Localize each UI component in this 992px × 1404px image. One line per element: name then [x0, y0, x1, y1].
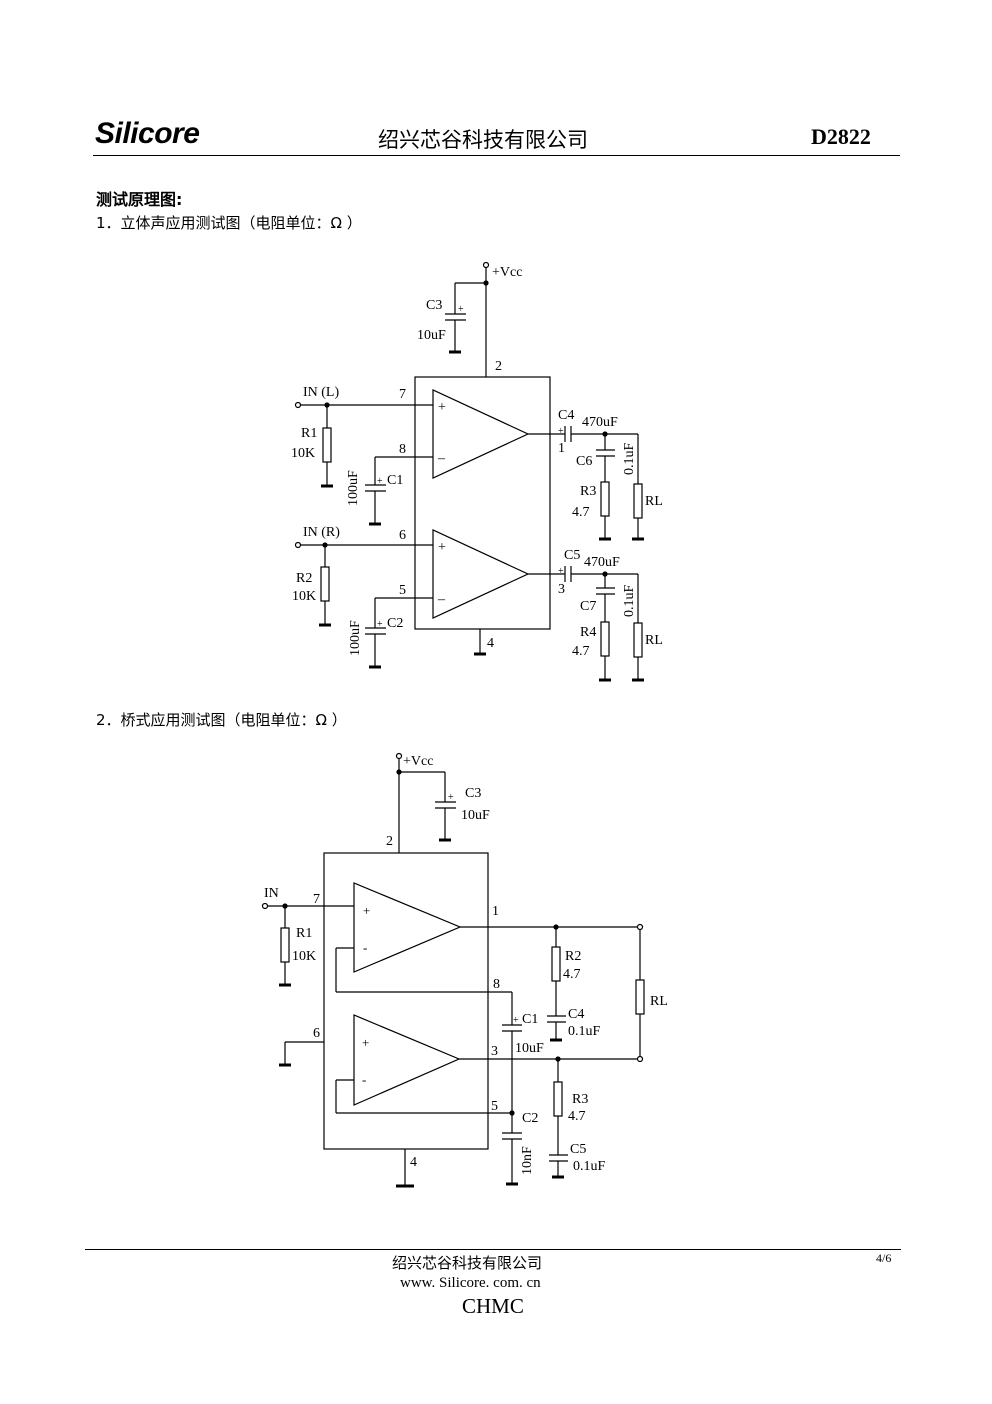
fig2-pin6: 6: [313, 1026, 320, 1041]
fig1-label-vcc: +Vcc: [492, 265, 522, 280]
svg-text:+: +: [377, 476, 383, 487]
fig2-amp2-minus: -: [362, 1072, 366, 1087]
fig1-pin2: 2: [495, 359, 502, 374]
footer-company-name: 绍兴芯谷科技有限公司: [392, 1254, 543, 1272]
fig2-label-c1: C1: [522, 1012, 538, 1027]
fig2-label-r1-val: 10K: [292, 949, 316, 964]
figure1-caption: 1．立体声应用测试图（电阻单位：Ω ）: [96, 214, 362, 232]
fig2-label-r3: R3: [572, 1092, 588, 1107]
svg-text:+: +: [558, 566, 564, 577]
fig2-pin4: 4: [410, 1155, 417, 1170]
fig1-label-c4-val: 470uF: [582, 415, 618, 430]
svg-text:+: +: [448, 792, 454, 803]
fig2-label-r2-val: 4.7: [563, 967, 581, 982]
fig1-label-c3: C3: [426, 298, 442, 313]
fig2-pin2: 2: [386, 834, 393, 849]
fig2-pin5: 5: [491, 1099, 498, 1114]
figure2-caption: 2．桥式应用测试图（电阻单位：Ω ）: [96, 711, 347, 729]
fig1-pin8: 8: [399, 442, 406, 457]
fig1-pin7: 7: [399, 387, 406, 402]
fig2-pin8: 8: [493, 977, 500, 992]
fig1-label-rl-bottom: RL: [645, 633, 663, 648]
fig2-label-c5-val: 0.1uF: [573, 1159, 606, 1174]
footer-website: www. Silicore. com. cn: [400, 1275, 541, 1291]
fig1-label-in-r: IN (R): [303, 525, 340, 540]
page-number: 4/6: [876, 1251, 892, 1265]
fig2-label-r3-val: 4.7: [568, 1109, 586, 1124]
header-company-name: 绍兴芯谷科技有限公司: [378, 128, 588, 152]
fig2-pin1: 1: [492, 904, 499, 919]
svg-text:+: +: [377, 619, 383, 630]
fig2-amp1-minus: -: [363, 940, 367, 955]
fig2-label-r2: R2: [565, 949, 581, 964]
fig1-label-r1: R1: [301, 426, 317, 441]
fig1-label-c2: C2: [387, 616, 403, 631]
fig2-label-vcc: +Vcc: [403, 754, 433, 769]
fig1-label-c5: C5: [564, 548, 580, 563]
fig2-label-in: IN: [264, 886, 279, 901]
fig1-label-r2-val: 10K: [292, 589, 316, 604]
fig1-label-c4: C4: [558, 408, 574, 423]
fig1-label-c3-val: 10uF: [417, 328, 446, 343]
svg-text:+: +: [513, 1015, 519, 1026]
fig1-pin6: 6: [399, 528, 406, 543]
fig1-label-r2: R2: [296, 571, 312, 586]
footer-org: CHMC: [462, 1294, 524, 1318]
fig1-pin1: 1: [558, 441, 565, 456]
fig1-label-c2-val: 100uF: [348, 620, 363, 656]
fig1-label-c6: C6: [576, 454, 592, 469]
fig1-label-r3: R3: [580, 484, 596, 499]
fig2-label-c2-val: 10nF: [520, 1146, 535, 1175]
fig1-label-r3-val: 4.7: [572, 505, 590, 520]
fig1-amp2-minus: –: [437, 592, 446, 607]
fig1-pin4: 4: [487, 636, 494, 651]
part-number: D2822: [811, 124, 871, 149]
fig1-label-in-l: IN (L): [303, 385, 339, 400]
fig2-label-c2: C2: [522, 1111, 538, 1126]
fig2-amp1-plus: +: [363, 903, 370, 918]
fig1-label-r4-val: 4.7: [572, 644, 590, 659]
fig1-label-c5-val: 470uF: [584, 555, 620, 570]
fig1-pin3: 3: [558, 582, 565, 597]
fig2-amp2-plus: +: [362, 1035, 369, 1050]
fig1-label-c1: C1: [387, 473, 403, 488]
fig2-label-c5: C5: [570, 1142, 586, 1157]
header-rule: [93, 155, 900, 156]
svg-text:+: +: [458, 304, 464, 315]
fig1-amp2-plus: +: [438, 540, 446, 555]
fig2-label-r1: R1: [296, 926, 312, 941]
fig1-label-c7-val: 0.1uF: [622, 585, 637, 618]
fig2-label-rl: RL: [650, 994, 668, 1009]
fig1-amp1-minus: –: [437, 451, 446, 466]
fig1-label-rl-top: RL: [645, 494, 663, 509]
brand-logo: Silicore: [95, 117, 200, 150]
fig1-label-c7: C7: [580, 599, 596, 614]
fig2-label-c4-val: 0.1uF: [568, 1024, 601, 1039]
fig2-pin3: 3: [491, 1044, 498, 1059]
fig2-label-c1-val: 10uF: [515, 1041, 544, 1056]
fig1-label-c6-val: 0.1uF: [622, 443, 637, 476]
fig2-label-c4: C4: [568, 1007, 584, 1022]
fig1-pin5: 5: [399, 583, 406, 598]
fig1-label-c1-val: 100uF: [346, 470, 361, 506]
fig2-pin7: 7: [313, 892, 320, 907]
fig1-label-r1-val: 10K: [291, 446, 315, 461]
svg-text:+: +: [558, 426, 564, 437]
fig2-label-c3: C3: [465, 786, 481, 801]
fig1-label-r4: R4: [580, 625, 596, 640]
fig1-amp1-plus: +: [438, 400, 446, 415]
section-title: 测试原理图:: [96, 190, 183, 209]
fig2-label-c3-val: 10uF: [461, 808, 490, 823]
footer-rule: [85, 1249, 901, 1250]
